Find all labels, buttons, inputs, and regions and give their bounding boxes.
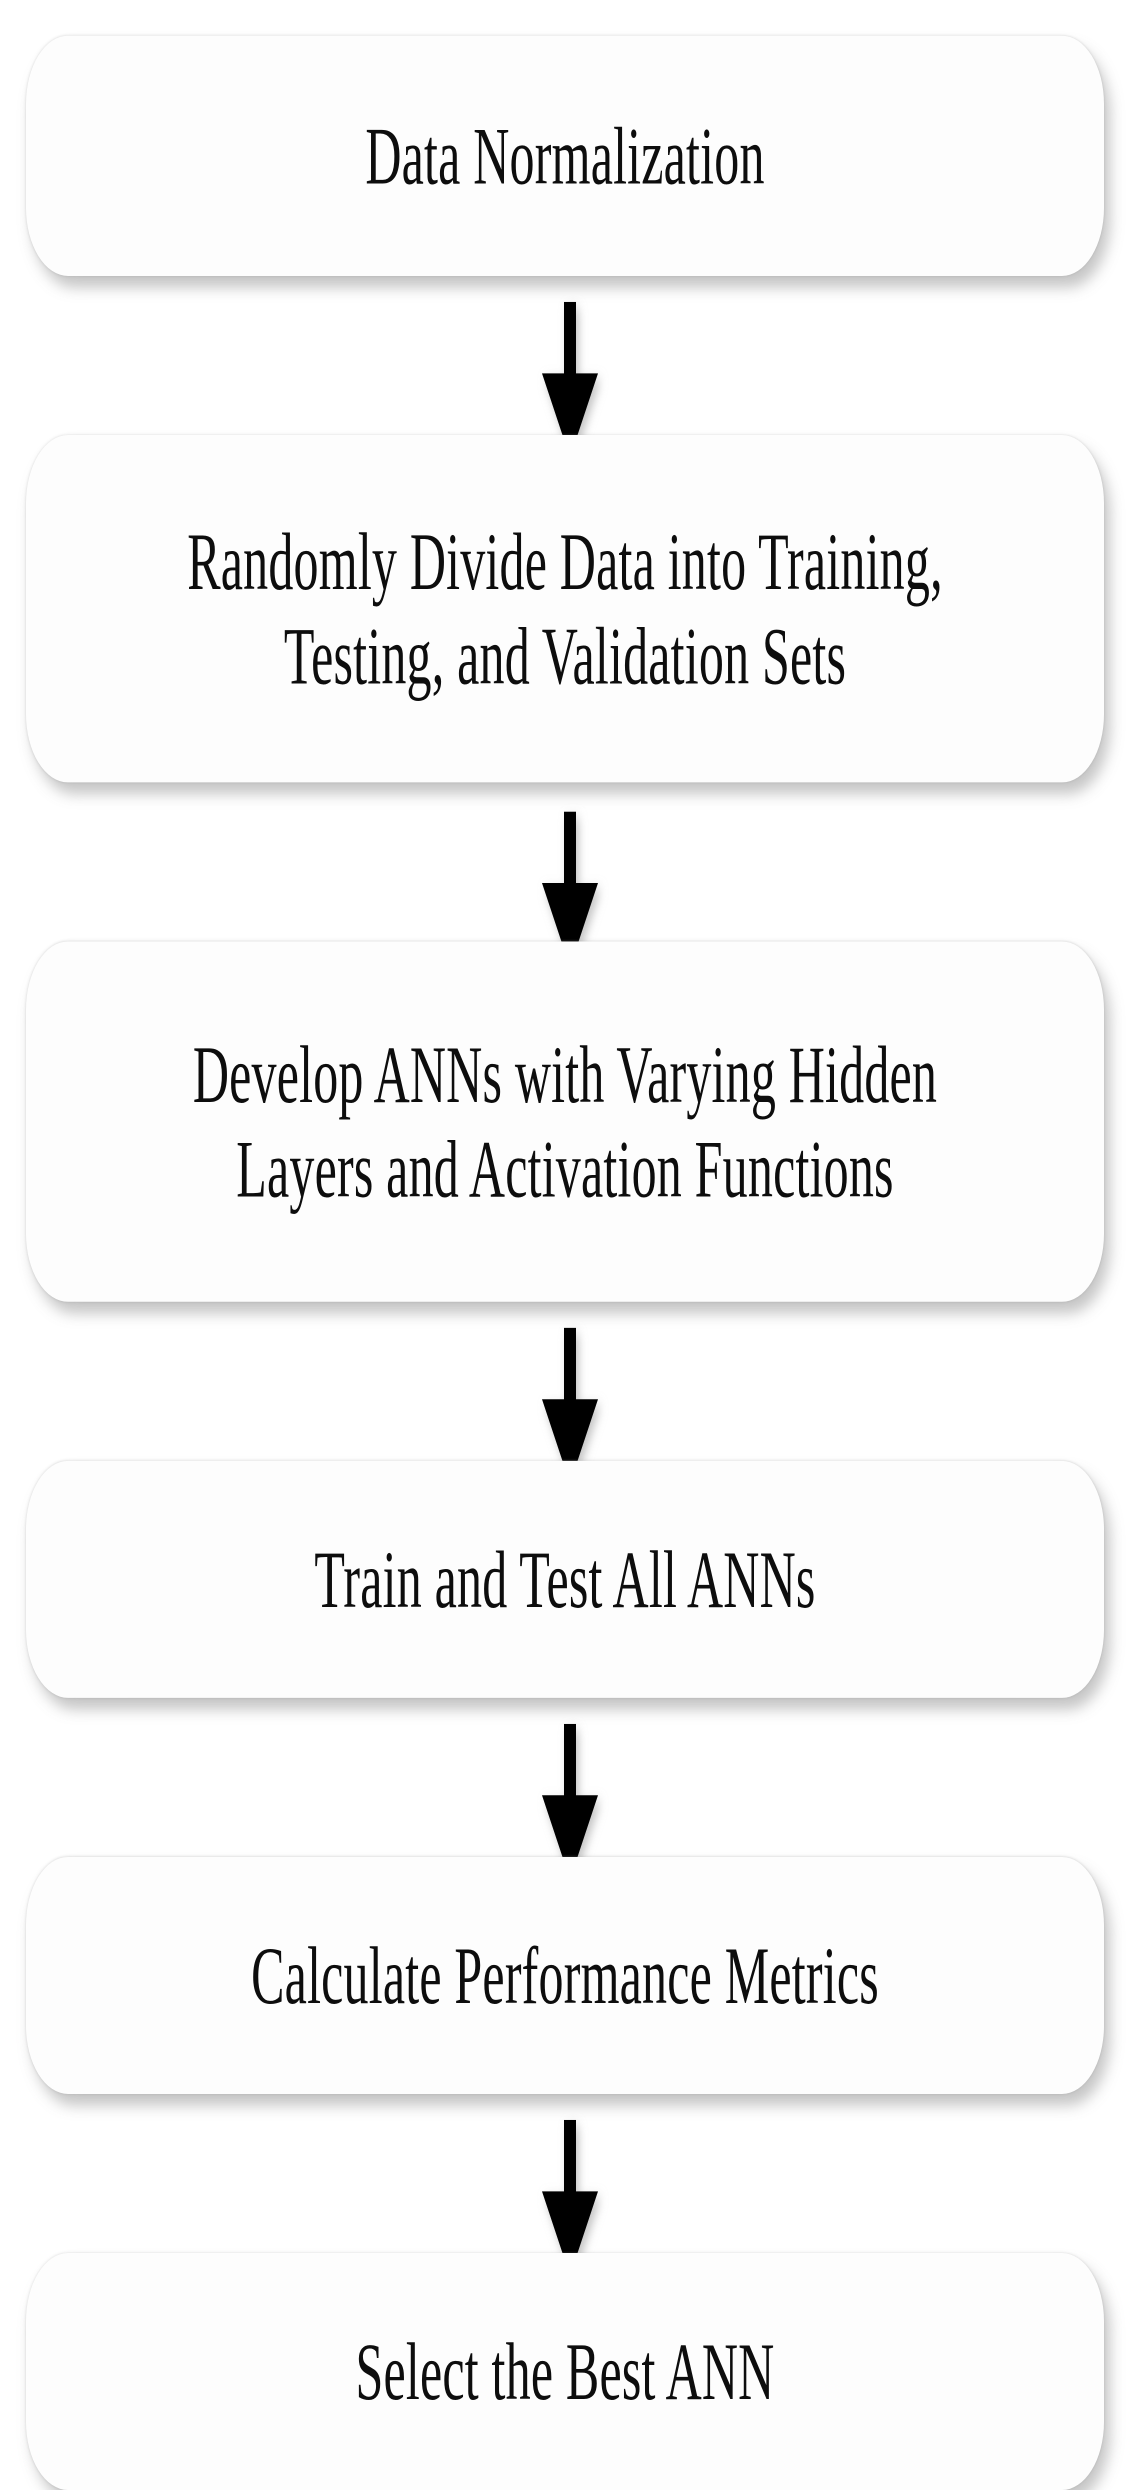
node-label: Develop ANNs with Varying Hidden Layers … [192,1029,938,1215]
flowchart-node-data-normalization[interactable]: Data Normalization [26,35,1104,276]
node-label: Train and Test All ANNs [314,1533,816,1625]
flowchart-node-develop-anns[interactable]: Develop ANNs with Varying Hidden Layers … [26,941,1104,1302]
flowchart-node-train-and-test[interactable]: Train and Test All ANNs [26,1460,1104,1698]
node-label: Calculate Performance Metrics [251,1929,879,2021]
node-label: Select the Best ANN [355,2326,775,2417]
flowchart-node-randomly-divide-data[interactable]: Randomly Divide Data into Training, Test… [26,435,1104,783]
flowchart-node-calculate-performance-metrics[interactable]: Calculate Performance Metrics [26,1856,1104,2094]
node-label: Data Normalization [365,110,765,202]
node-label: Randomly Divide Data into Training, Test… [187,516,943,702]
flowchart-node-select-best-ann[interactable]: Select the Best ANN [26,2253,1104,2490]
